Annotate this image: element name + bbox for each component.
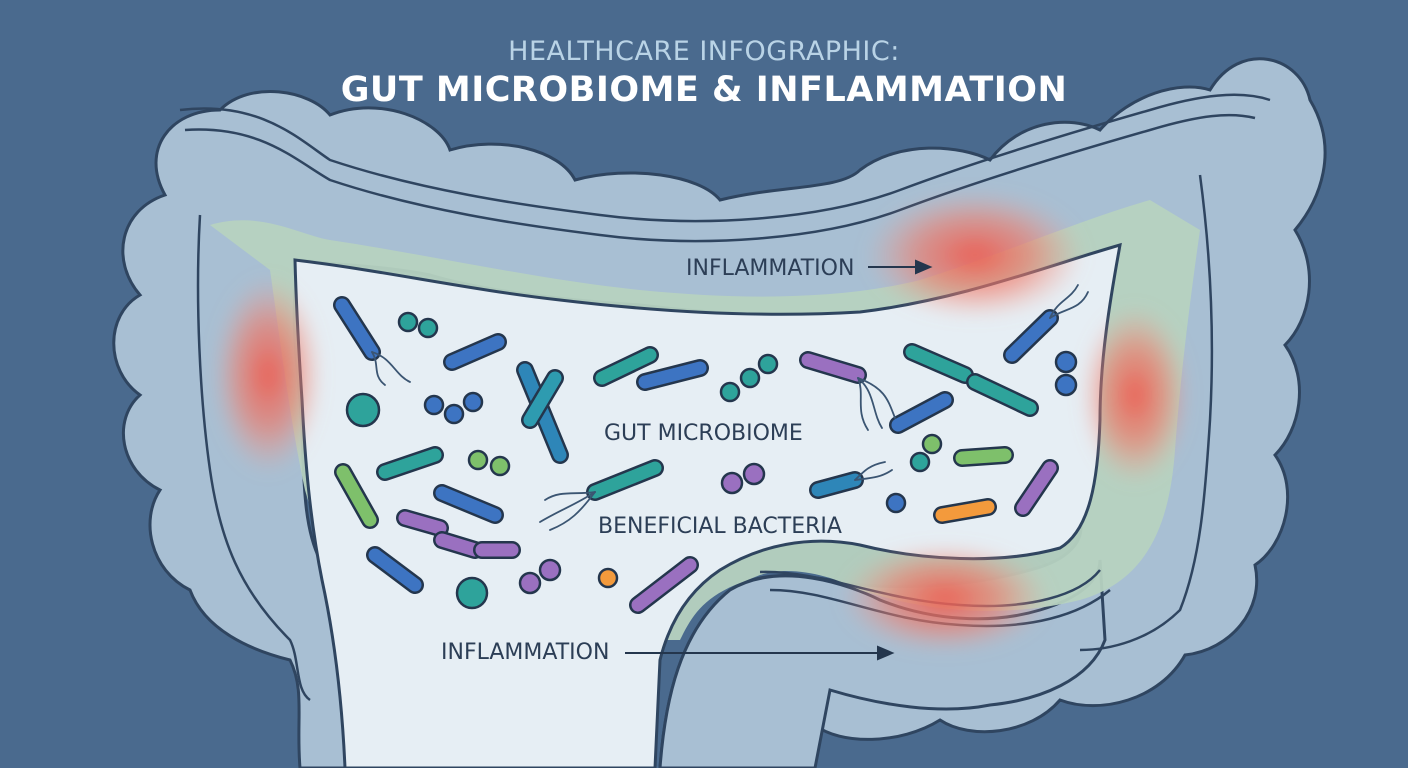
coccus-bacterium [720,471,744,495]
label-inflammation-top: INFLAMMATION [686,256,855,281]
rod-bacterium [1005,311,1057,362]
coccus-bacterium [739,367,761,389]
coccus-bacterium [489,455,511,477]
bacteria-rods [333,296,1059,614]
rod-bacterium [588,461,662,499]
coccus-bacterium [462,391,484,413]
rod-bacterium [631,558,697,612]
rod-bacterium [935,500,995,522]
coccus-bacterium [742,462,766,486]
coccus-bacterium [1054,373,1078,397]
inflammation-zone-right [1080,305,1190,485]
coccus-bacterium [1054,350,1078,374]
rod-bacterium [398,511,447,535]
inflammation-zones [213,190,1190,653]
coccus-bacterium [417,317,439,339]
label-arrows [625,259,933,661]
rod-bacterium [801,353,865,382]
infographic-subtitle: HEALTHCARE INFOGRAPHIC: [508,36,900,67]
arrow-head-icon [877,645,895,661]
rod-bacterium [336,465,377,527]
rod-bacterium [378,448,442,479]
rod-bacterium [638,361,707,389]
rod-bacterium [335,298,379,359]
rod-bacterium [811,473,862,497]
coccus-bacterium [538,558,562,582]
flagella [371,284,1089,531]
coccus-bacterium [345,392,381,428]
rod-bacterium [955,448,1012,465]
rod-bacterium [435,486,502,522]
coccus-bacterium [443,403,465,425]
inflammation-zone-top-right [865,190,1085,320]
coccus-bacterium [423,394,445,416]
inflammation-zone-left [213,275,323,475]
coccus-bacterium [719,381,741,403]
inflammation-zone-bottom [840,543,1050,653]
coccus-bacterium [757,353,779,375]
rod-bacterium [595,348,657,385]
rod-bacterium [891,393,952,432]
coccus-bacterium [455,576,489,610]
coccus-bacterium [597,567,619,589]
label-inflammation-bottom: INFLAMMATION [441,640,610,665]
arrow-head-icon [915,259,933,275]
label-beneficial-bacteria: BENEFICIAL BACTERIA [598,514,842,539]
infographic-title: GUT MICROBIOME & INFLAMMATION [340,70,1068,110]
rod-bacterium [968,375,1037,415]
rod-bacterium [435,533,482,557]
rod-bacterium [523,371,562,427]
rod-bacterium [1016,461,1057,515]
rod-bacterium [368,548,422,592]
coccus-bacterium [467,449,489,471]
coccus-bacterium [518,571,542,595]
rod-bacterium [445,335,505,369]
coccus-bacterium [921,433,943,455]
coccus-bacterium [885,492,907,514]
bacteria-cocci [345,311,1078,610]
lumen [293,242,1122,768]
coccus-bacterium [909,451,931,473]
coccus-bacterium [397,311,419,333]
label-gut-microbiome: GUT MICROBIOME [604,421,803,446]
rod-bacterium [905,345,972,382]
